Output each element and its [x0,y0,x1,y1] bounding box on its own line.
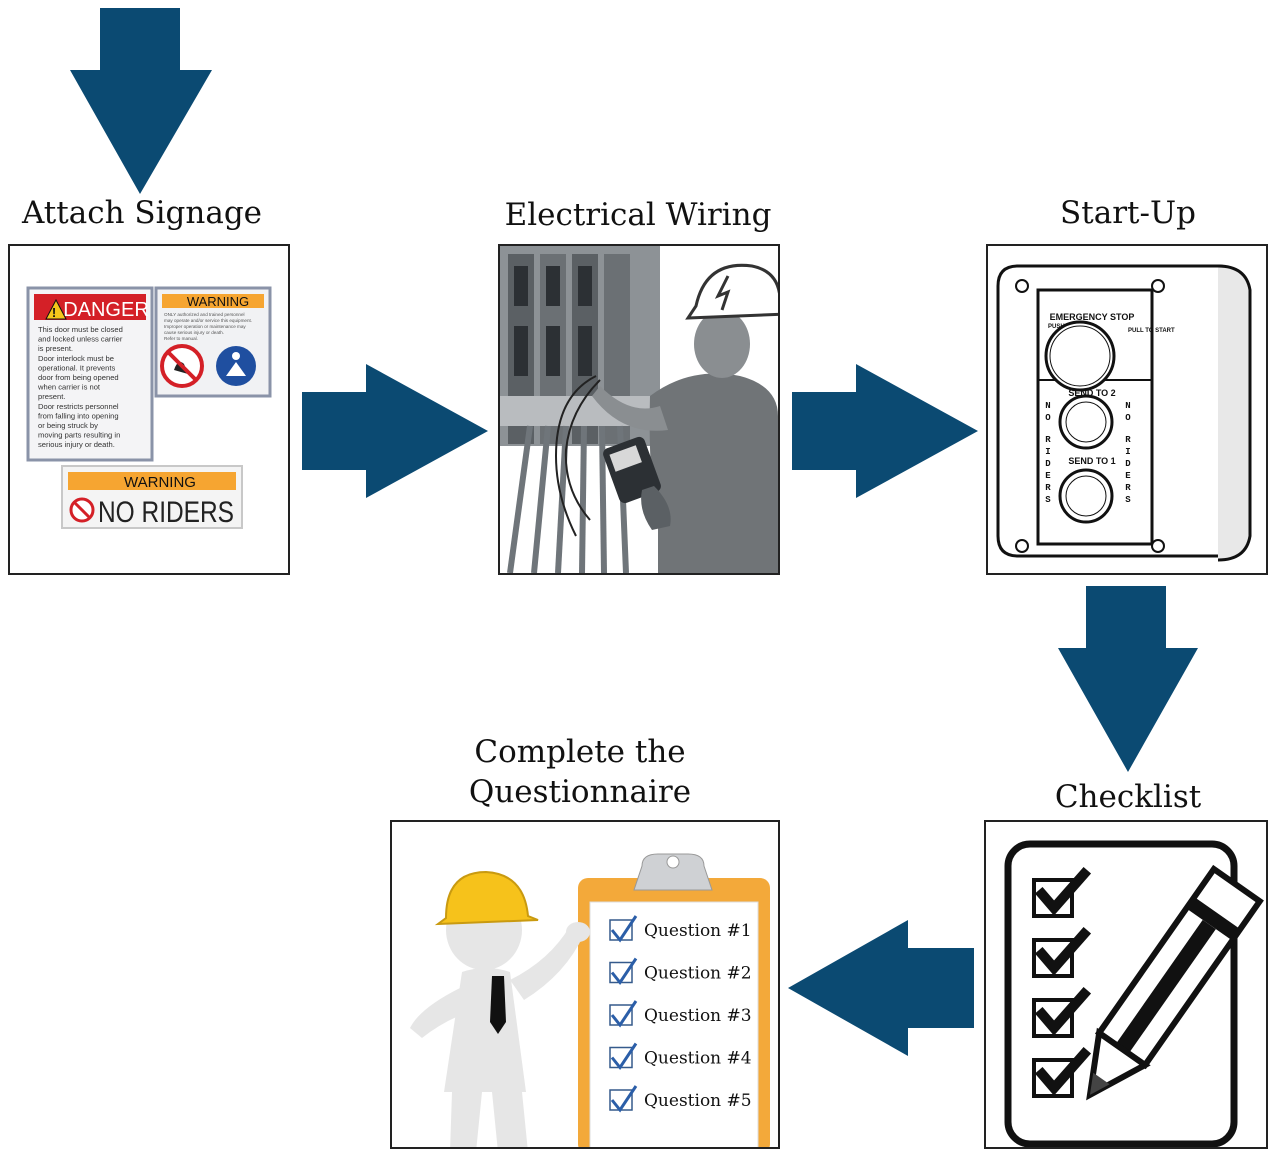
control-box-illustration: EMERGENCY STOP PUSH PULL TO START SEND T… [996,264,1252,562]
send-to-2-label: SEND TO 2 [1068,388,1115,398]
no-riders-letter: R [1125,483,1131,493]
question-label: Question #2 [644,964,752,984]
arrow-checklist-to-questionnaire [788,920,974,1056]
danger-line: or being struck by [38,421,98,430]
danger-line: operational. It prevents [38,363,115,372]
pencil-icon [1086,864,1264,1101]
title-questionnaire-line1: Complete the [474,734,686,770]
no-riders-sign: WARNING NO RIDERS [61,465,243,529]
no-riders-header: WARNING [124,474,196,491]
danger-line: Door restricts personnel [38,402,119,411]
title-attach-signage: Attach Signage [21,195,263,231]
check-mark-icon [1034,1046,1092,1096]
panel-start-up: EMERGENCY STOP PUSH PULL TO START SEND T… [986,244,1268,575]
no-riders-letter: E [1045,471,1051,481]
hard-hat-icon [434,870,539,926]
question-label: Question #3 [644,1006,752,1026]
no-riders-letter: D [1125,459,1131,469]
no-riders-letter: N [1045,401,1050,411]
warning-line: Improper operation or maintenance may [164,324,246,329]
title-checklist: Checklist [1054,779,1202,815]
arrow-signage-to-wiring [302,364,488,498]
electrician-illustration [500,246,778,573]
send-to-2-button [1058,394,1114,450]
warning-line: Refer to manual. [164,336,198,341]
pull-to-start-label: PULL TO START [1128,328,1175,334]
question-check-icon [610,915,638,943]
warning-line: ONLY authorized and trained personnel [164,312,245,317]
question-label: Question #1 [644,921,752,941]
panel-questionnaire: Question #1 Question #2 Question #3 Questio… [390,820,780,1149]
no-riders-letter: R [1125,435,1131,445]
warning-header: WARNING [187,294,249,309]
danger-line: door from being opened [38,373,119,382]
send-to-1-label: SEND TO 1 [1068,456,1115,466]
question-label: Question #5 [644,1091,752,1111]
question-check-icon [610,1000,638,1028]
send-to-1-button [1058,468,1114,524]
no-riders-letter: R [1045,483,1051,493]
title-questionnaire-line2: Questionnaire [468,774,692,810]
no-riders-letter: S [1045,495,1051,505]
no-riders-letter: O [1125,413,1131,423]
question-list: Question #1 Question #2 Question #3 Questio… [609,915,752,1113]
push-label: PUSH [1048,324,1065,330]
warning-sign: WARNING ONLY authorized and trained pers… [154,286,272,398]
checklist-illustration [1004,840,1264,1147]
warning-line: cause serious injury or death. [164,330,224,335]
warning-line: may operate and/or service this equipmen… [164,318,252,323]
svg-text:!: ! [52,305,56,320]
danger-line: when carrier is not [37,383,101,392]
arrow-startup-to-checklist [1058,586,1198,772]
no-riders-letter: I [1125,447,1130,457]
danger-line: This door must be closed [38,325,123,334]
danger-line: is present. [38,344,73,353]
danger-header: DANGER [63,299,149,321]
danger-line: from falling into opening [38,411,119,420]
danger-line: moving parts resulting in [38,431,120,440]
questionnaire-illustration: Question #1 Question #2 Question #3 Questio… [410,853,770,1147]
danger-line: Door interlock must be [38,354,114,363]
checklist-boxes [1032,866,1092,1098]
no-riders-letter: E [1125,471,1131,481]
arrow-wiring-to-startup [792,364,978,498]
danger-line: present. [38,392,65,401]
no-riders-letter: N [1125,401,1130,411]
question-check-icon [610,957,638,986]
danger-line: serious injury or death. [38,440,115,449]
no-riders-letter: D [1045,459,1051,469]
no-riders-letter: S [1125,495,1131,505]
emergency-stop-label: EMERGENCY STOP [1050,312,1135,322]
no-riders-letter: O [1045,413,1051,423]
title-start-up: Start-Up [1060,195,1196,231]
no-riders-letter: I [1045,447,1050,457]
entry-arrow-down [70,8,212,194]
check-mark-icon [1034,866,1092,916]
emergency-stop-button [1044,320,1116,392]
danger-line: and locked unless carrier [38,335,123,344]
question-check-icon [610,1085,638,1113]
question-check-icon [610,1042,638,1071]
title-electrical-wiring: Electrical Wiring [504,197,772,233]
panel-electrical-wiring [498,244,780,575]
warning-text-lines: ONLY authorized and trained personnelmay… [164,312,252,341]
check-mark-icon [1034,986,1092,1036]
panel-checklist [984,820,1268,1149]
no-riders-letter: R [1045,435,1051,445]
question-label: Question #4 [644,1049,752,1069]
check-mark-icon [1034,926,1092,976]
no-riders-text: NO RIDERS [98,496,234,529]
